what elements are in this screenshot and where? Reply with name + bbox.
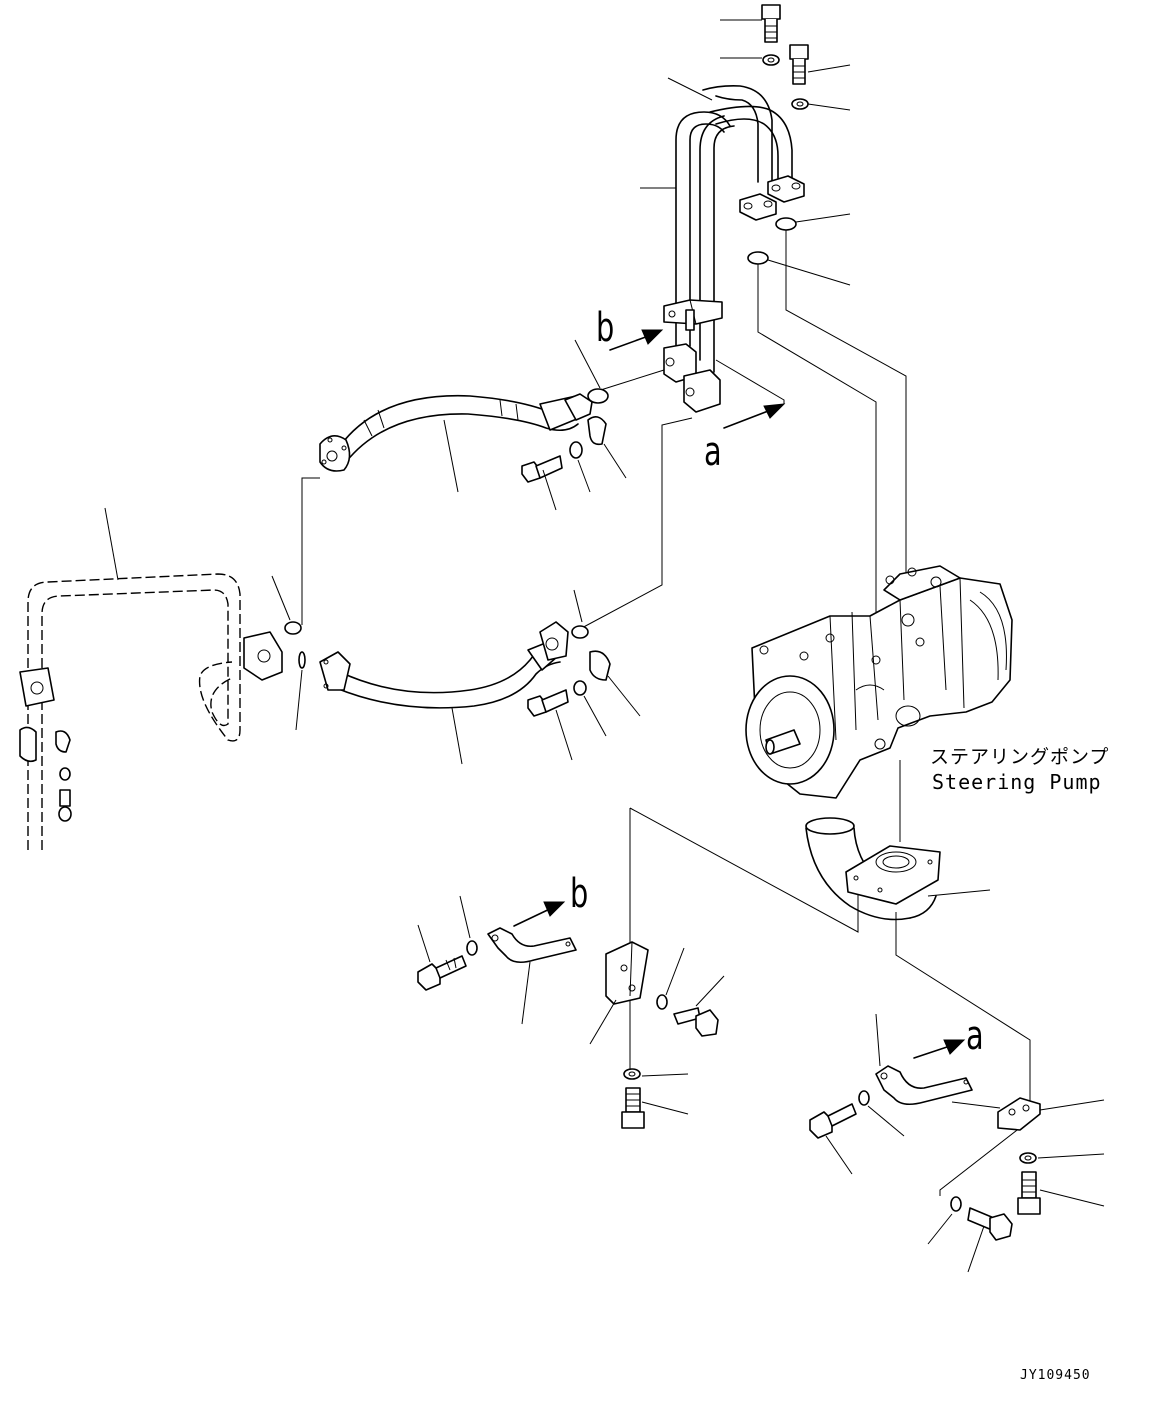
bolt-right-2 bbox=[1017, 1152, 1105, 1215]
bolt-right-3 bbox=[927, 1196, 1013, 1273]
drawing-number: JY109450 bbox=[1020, 1368, 1091, 1383]
left-o-rings bbox=[271, 575, 306, 731]
left-tube-dashed bbox=[19, 507, 283, 850]
bracket-right-1 bbox=[875, 1013, 1001, 1109]
top-bolt-1 bbox=[720, 4, 781, 43]
top-washer-1 bbox=[720, 54, 780, 66]
view-label-a: a bbox=[704, 429, 722, 475]
split-flange-upper bbox=[739, 175, 805, 221]
bolt-left-3 bbox=[621, 1068, 689, 1129]
view-arrow-a bbox=[723, 403, 786, 429]
bracket-left-1 bbox=[487, 927, 577, 1025]
bolt-right-1 bbox=[809, 1090, 905, 1175]
upper-hose bbox=[319, 393, 593, 493]
pump-label-en: Steering Pump bbox=[932, 770, 1102, 794]
bolt-left-1 bbox=[417, 895, 478, 991]
tube-leader-lines bbox=[640, 77, 713, 189]
bracket-left-2 bbox=[589, 941, 649, 1045]
view-label-b2: b bbox=[570, 871, 589, 917]
suction-elbow bbox=[805, 817, 991, 921]
view-arrow-b bbox=[609, 329, 664, 351]
connection-lines bbox=[301, 230, 1031, 1196]
o-rings-top bbox=[747, 213, 851, 286]
view-label-a2: a bbox=[966, 1013, 984, 1059]
top-washer-2 bbox=[791, 98, 851, 111]
lower-hose bbox=[319, 621, 569, 765]
pump-label-jp: ステアリングポンプ bbox=[930, 746, 1110, 768]
tube-clamp-block bbox=[663, 299, 723, 331]
lower-hose-parts bbox=[527, 589, 641, 761]
bracket-right-2 bbox=[997, 1097, 1105, 1131]
view-label-b: b bbox=[596, 305, 615, 351]
steering-pump bbox=[745, 565, 1013, 799]
view-arrow-b2 bbox=[513, 901, 566, 927]
view-arrow-a2 bbox=[913, 1039, 966, 1059]
upper-hose-parts bbox=[521, 339, 627, 511]
top-bolt-2 bbox=[789, 44, 851, 85]
tube-end-flanges bbox=[663, 343, 721, 413]
bolt-left-2 bbox=[656, 947, 725, 1037]
